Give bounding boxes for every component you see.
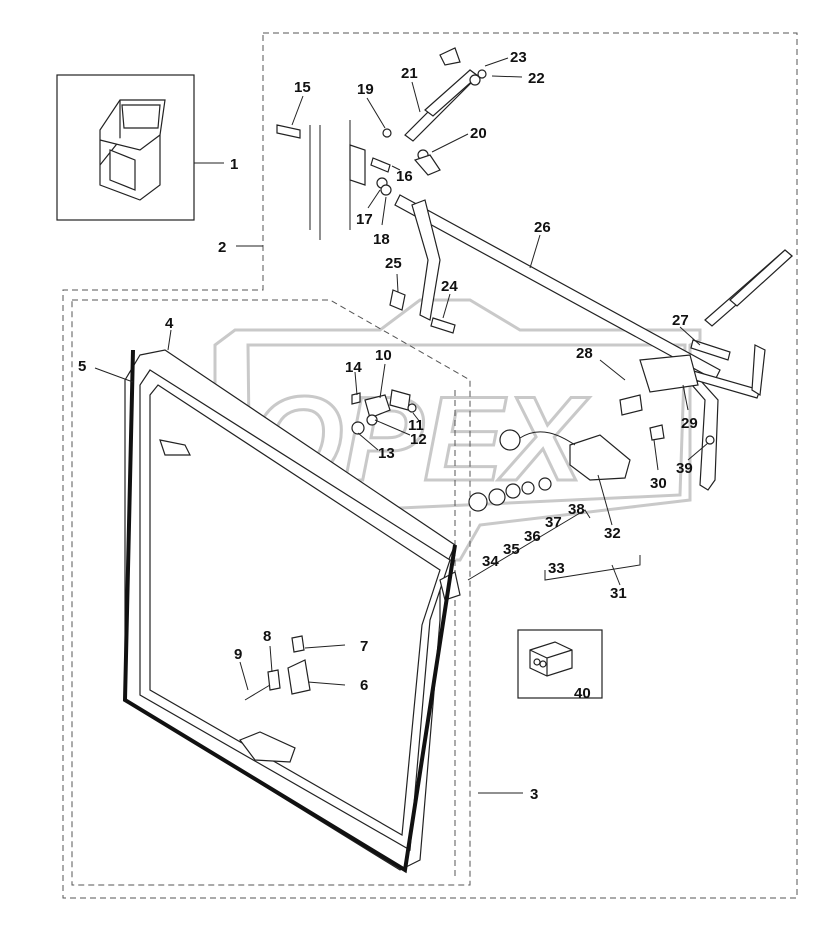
bolt-and-plates <box>276 120 351 240</box>
leader-lines <box>94 57 709 794</box>
linkage-rod <box>394 194 766 491</box>
callout-8: 8 <box>263 628 271 645</box>
callout-10: 10 <box>375 347 392 364</box>
right-lock-assembly <box>468 339 731 512</box>
callout-37: 37 <box>545 514 562 531</box>
callout-30: 30 <box>650 475 667 492</box>
callout-19: 19 <box>357 81 374 98</box>
callout-33: 33 <box>548 560 565 577</box>
callout-5: 5 <box>78 358 86 375</box>
callout-29: 29 <box>681 415 698 432</box>
callout-3: 3 <box>530 786 538 803</box>
callout-7: 7 <box>360 638 368 655</box>
callout-21: 21 <box>401 65 418 82</box>
callout-labels: 1 2 3 4 5 6 7 8 9 10 11 12 13 14 15 16 1… <box>78 49 698 803</box>
callout-9: 9 <box>234 646 242 663</box>
callout-24: 24 <box>441 278 458 295</box>
lock-parts <box>351 389 417 435</box>
callout-6: 6 <box>360 677 368 694</box>
callout-15: 15 <box>294 79 311 96</box>
callout-12: 12 <box>410 431 427 448</box>
callout-36: 36 <box>524 528 541 545</box>
callout-35: 35 <box>503 541 520 558</box>
door-seal <box>122 349 457 874</box>
callout-16: 16 <box>396 168 413 185</box>
callout-26: 26 <box>534 219 551 236</box>
callout-38: 38 <box>568 501 585 518</box>
callout-11: 11 <box>408 417 424 434</box>
callout-17: 17 <box>356 211 373 228</box>
callout-27: 27 <box>672 312 689 329</box>
callout-28: 28 <box>576 345 593 362</box>
group-brackets <box>467 509 641 581</box>
watermark: OPEX <box>213 298 702 562</box>
callout-23: 23 <box>510 49 527 66</box>
callout-4: 4 <box>165 315 174 332</box>
door-frame <box>124 349 461 871</box>
gas-strut <box>404 47 479 142</box>
callout-25: 25 <box>385 255 402 272</box>
callout-31: 31 <box>610 585 627 602</box>
callout-1: 1 <box>230 156 238 173</box>
block-inset <box>517 629 603 699</box>
callout-18: 18 <box>373 231 390 248</box>
latch-parts <box>244 635 311 701</box>
callout-13: 13 <box>378 445 395 462</box>
callout-40: 40 <box>574 685 591 702</box>
cab-inset <box>56 74 195 221</box>
pin-and-clip <box>389 289 456 334</box>
gas-strut-right <box>704 249 793 327</box>
callout-20: 20 <box>470 125 487 142</box>
callout-14: 14 <box>345 359 362 376</box>
callout-34: 34 <box>482 553 499 570</box>
callout-39: 39 <box>676 460 693 477</box>
assembly-boundaries <box>62 32 798 899</box>
callout-2: 2 <box>218 239 226 256</box>
callout-32: 32 <box>604 525 621 542</box>
callout-22: 22 <box>528 70 545 87</box>
bracket-parts <box>349 69 487 196</box>
